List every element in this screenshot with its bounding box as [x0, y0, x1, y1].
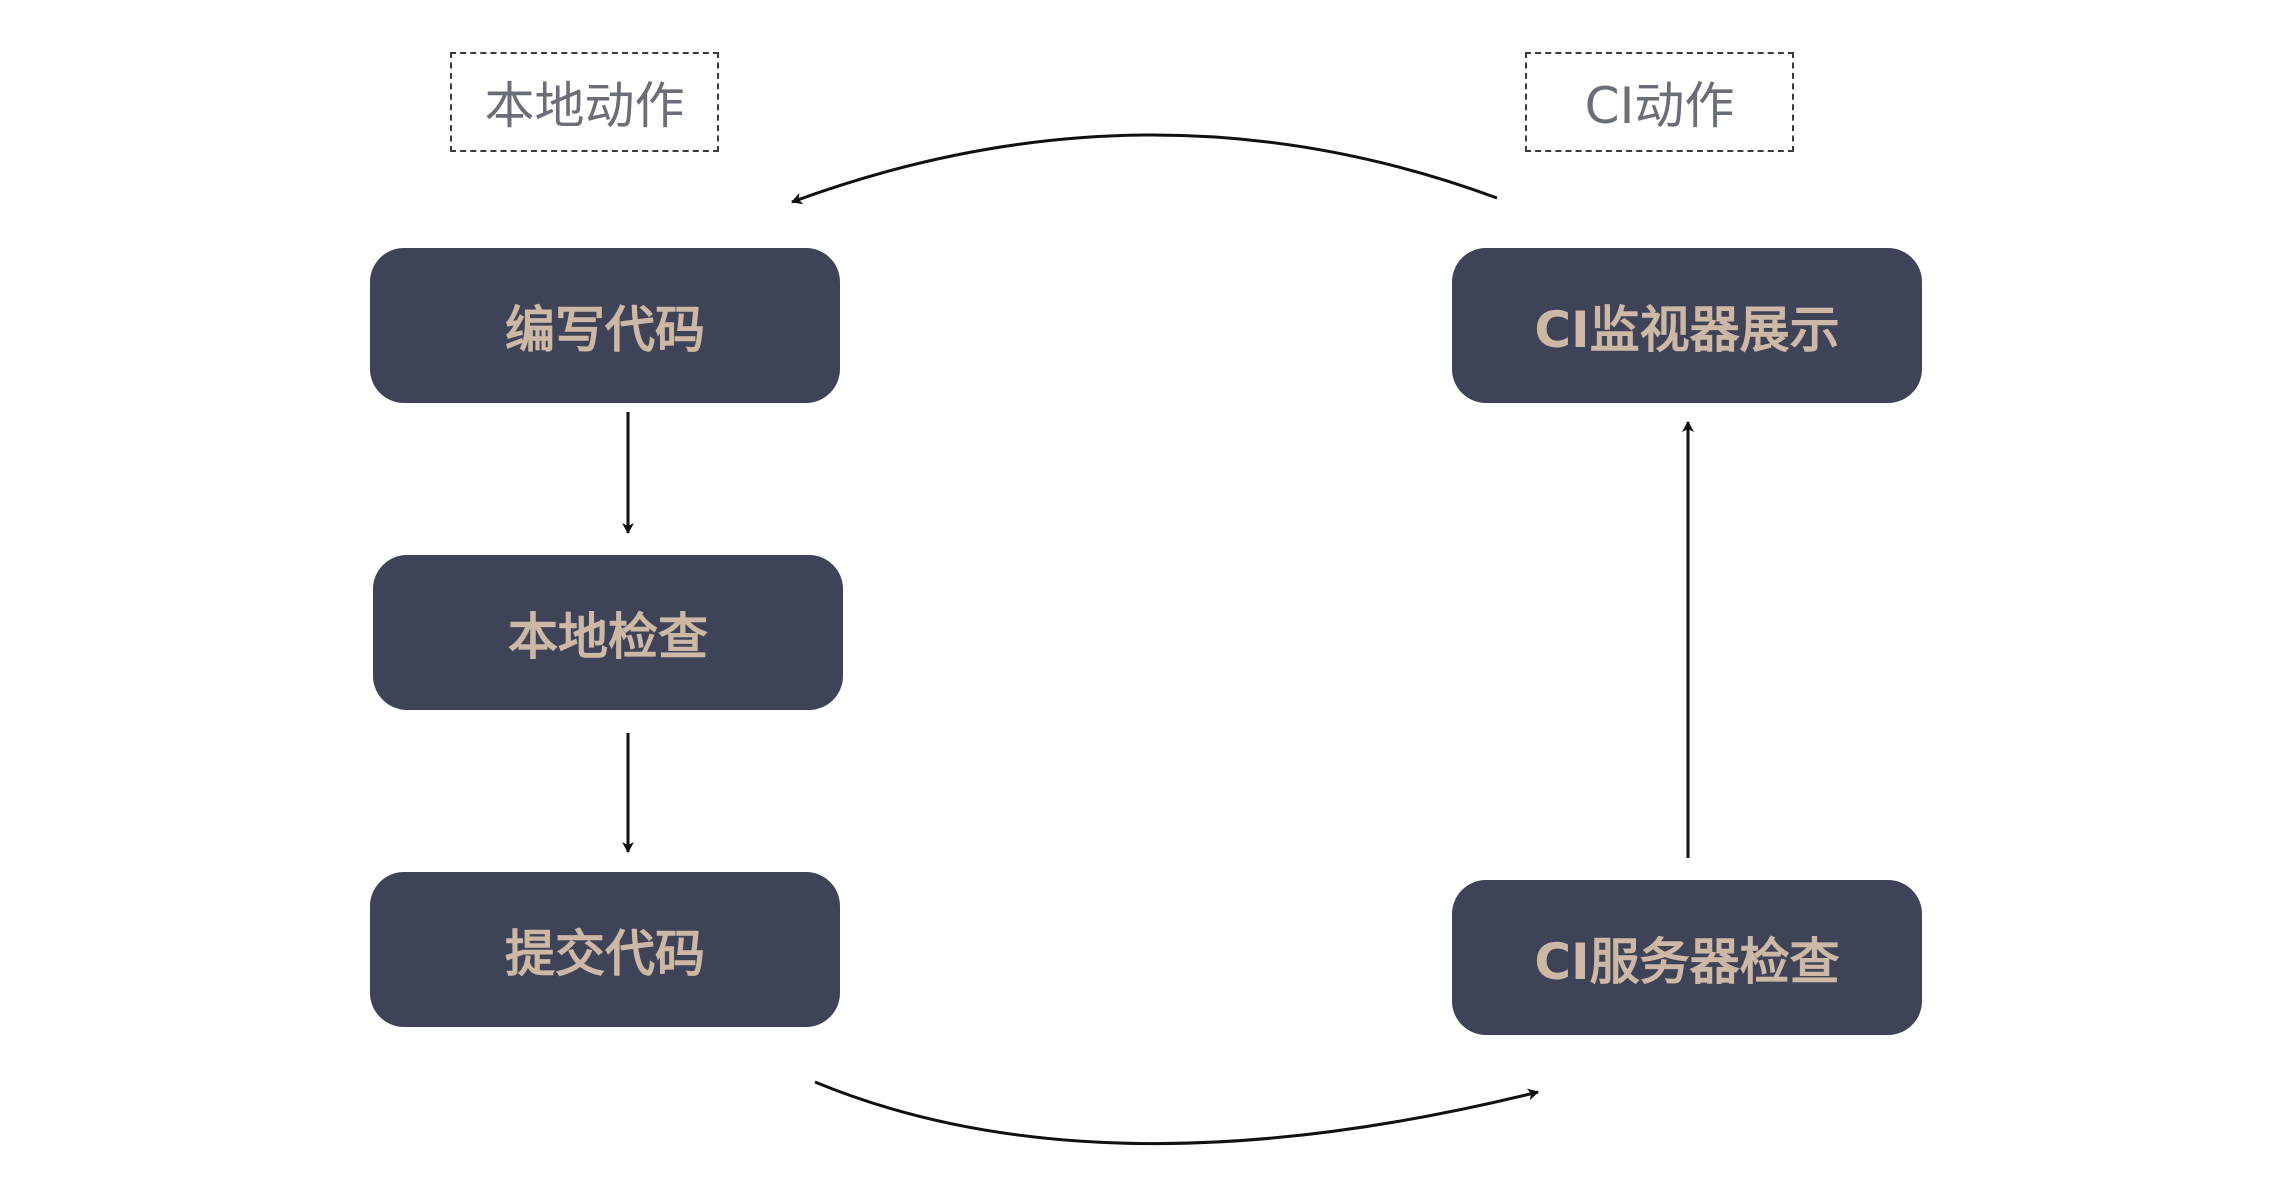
- node-ci-monitor-display-label: CI监视器展示: [1534, 300, 1840, 359]
- ci-actions-text: CI动作: [1584, 77, 1735, 135]
- local-actions-text: 本地动作: [484, 77, 685, 135]
- arrow-monitor-to-write: [791, 133, 1498, 205]
- node-ci-monitor-display: CI监视器展示: [1452, 248, 1922, 403]
- local-actions-label: 本地动作: [450, 52, 719, 152]
- node-write-code-label: 编写代码: [505, 300, 705, 359]
- node-local-check: 本地检查: [373, 555, 843, 710]
- node-commit-code: 提交代码: [370, 872, 840, 1027]
- arrow-commit-to-ci-server: [814, 1080, 1539, 1146]
- node-local-check-label: 本地检查: [508, 607, 708, 666]
- node-ci-server-check: CI服务器检查: [1452, 880, 1922, 1035]
- node-commit-code-label: 提交代码: [505, 924, 705, 983]
- node-write-code: 编写代码: [370, 248, 840, 403]
- ci-actions-label: CI动作: [1525, 52, 1794, 152]
- node-ci-server-check-label: CI服务器检查: [1534, 932, 1840, 991]
